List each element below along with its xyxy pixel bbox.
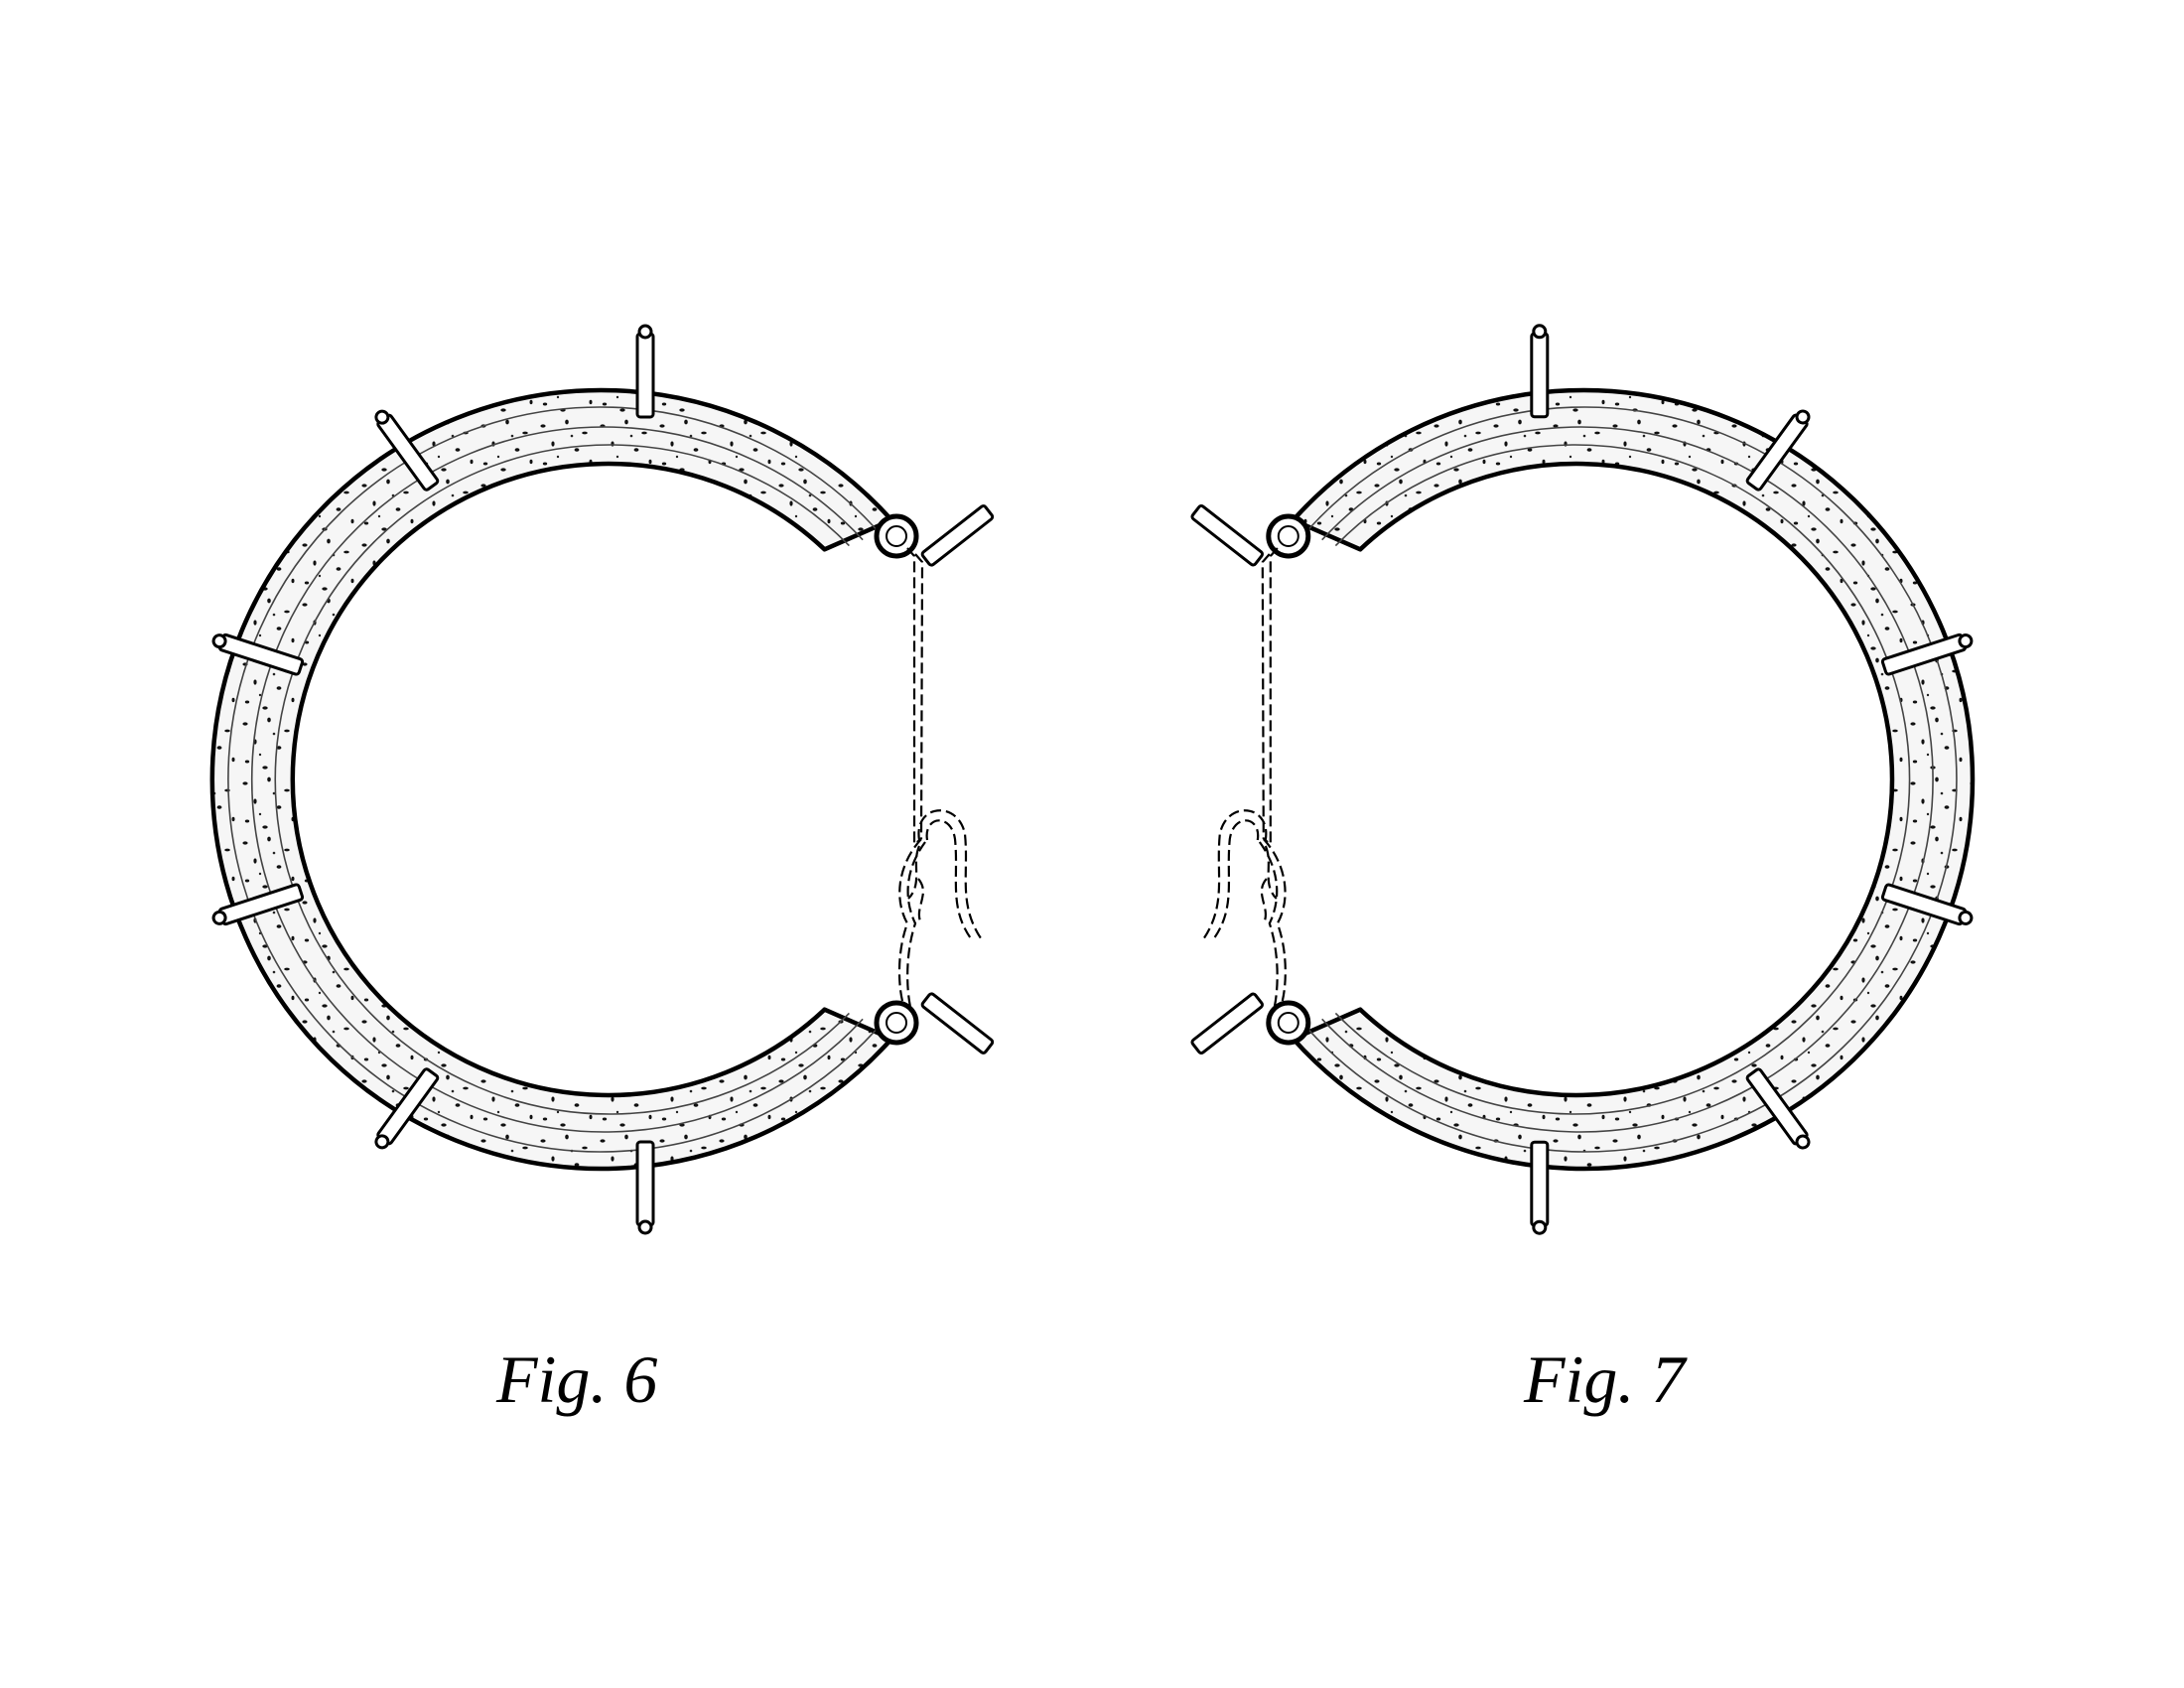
fig6-tie-cord xyxy=(897,547,982,1008)
fig6-contour-line xyxy=(227,406,878,1153)
fig7-tie-cord xyxy=(1202,547,1287,1008)
figure-7-drawing xyxy=(1190,324,1976,1235)
figure-6-caption: Fig. 6 xyxy=(496,1341,658,1417)
fig7-ring-body xyxy=(1291,387,1976,1172)
figure-6-drawing xyxy=(209,324,995,1235)
fig7-contour-line xyxy=(1307,406,1958,1153)
fig6-ring-body xyxy=(209,387,894,1172)
fig7-end-eyelet-bottom xyxy=(1266,1000,1311,1046)
fig6-contour-line xyxy=(274,444,850,1115)
fig6-contour-line xyxy=(251,426,864,1133)
fig7-contour-line xyxy=(1334,444,1911,1115)
fig7-contour-line xyxy=(1321,426,1934,1133)
fig6-strap-bands xyxy=(211,324,995,1235)
fig6-end-eyelet-top xyxy=(874,513,919,559)
fig6-end-eyelet-bottom xyxy=(874,1000,919,1046)
figure-7-caption: Fig. 7 xyxy=(1524,1341,1686,1417)
fig7-strap-bands xyxy=(1190,324,1974,1235)
fig7-end-eyelet-top xyxy=(1266,513,1311,559)
